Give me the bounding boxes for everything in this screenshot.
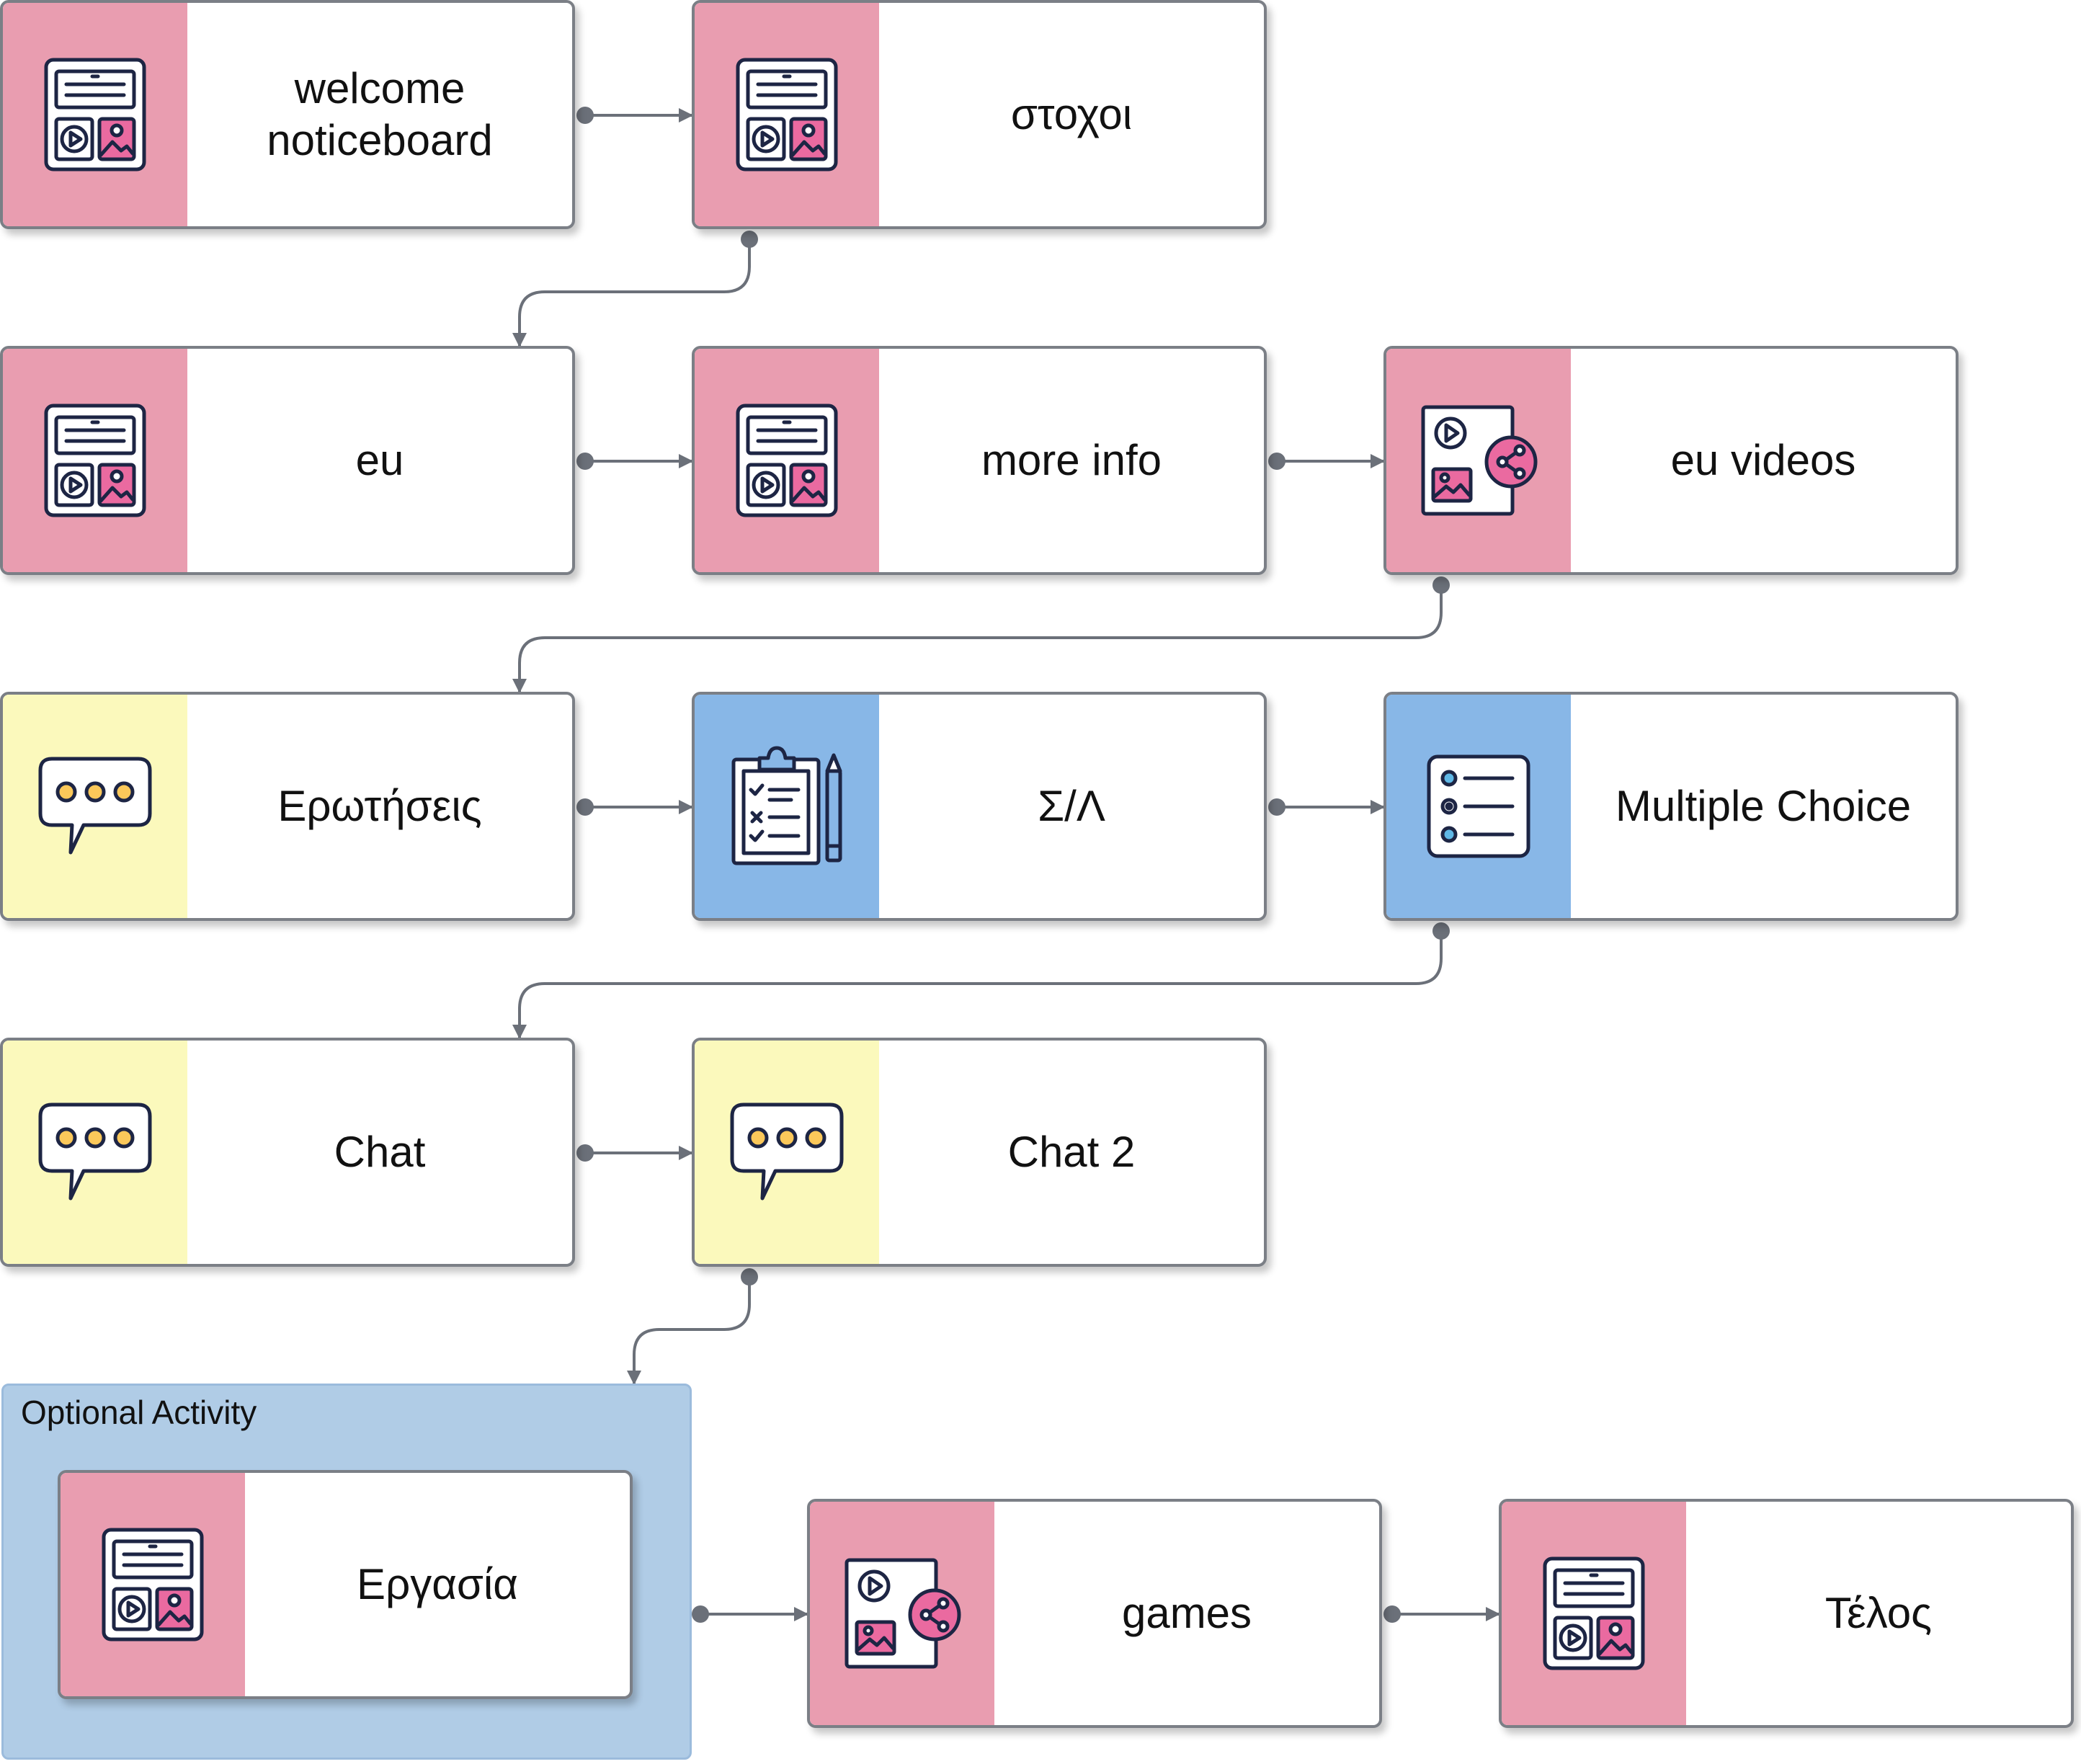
noticeboard-icon xyxy=(695,3,879,226)
edge-chat2-group xyxy=(627,1277,751,1385)
chat-bubble-icon xyxy=(3,1041,187,1264)
edge-euvideos-erotiseis xyxy=(512,585,1443,693)
node-label: Σ/Λ xyxy=(1038,782,1105,830)
multiple-choice-list-icon xyxy=(1386,695,1571,918)
node-sigma-lambda[interactable]: Σ/Λ xyxy=(692,692,1267,921)
node-eu[interactable]: eu xyxy=(0,346,575,575)
node-multiple-choice[interactable]: Multiple Choice xyxy=(1383,692,1959,921)
edge-multiplechoice-chat xyxy=(512,931,1443,1039)
media-share-icon xyxy=(1386,349,1571,572)
edge-stoxoi-eu xyxy=(512,239,751,347)
noticeboard-icon xyxy=(61,1473,245,1696)
node-stoxoi[interactable]: στοχοι xyxy=(692,0,1267,229)
noticeboard-icon xyxy=(695,349,879,572)
node-label: Εργασία xyxy=(357,1560,518,1608)
node-telos[interactable]: Τέλος xyxy=(1499,1499,2074,1728)
node-chat[interactable]: Chat xyxy=(0,1038,575,1267)
chat-bubble-icon xyxy=(3,695,187,918)
media-share-icon xyxy=(810,1502,994,1725)
node-label: eu xyxy=(355,436,404,484)
node-eu-videos[interactable]: eu videos xyxy=(1383,346,1959,575)
node-more-info[interactable]: more info xyxy=(692,346,1267,575)
noticeboard-icon xyxy=(3,349,187,572)
node-label: Ερωτήσεις xyxy=(277,782,482,830)
node-chat-2[interactable]: Chat 2 xyxy=(692,1038,1267,1267)
node-label: eu videos xyxy=(1670,436,1856,484)
node-label: games xyxy=(1121,1589,1252,1637)
node-welcome-noticeboard[interactable]: welcome noticeboard xyxy=(0,0,575,229)
node-erotiseis[interactable]: Ερωτήσεις xyxy=(0,692,575,921)
clipboard-checklist-icon xyxy=(695,695,879,918)
node-games[interactable]: games xyxy=(807,1499,1382,1728)
group-title: Optional Activity xyxy=(21,1394,257,1431)
noticeboard-icon xyxy=(1502,1502,1686,1725)
node-label: Chat 2 xyxy=(1007,1128,1136,1176)
chat-bubble-icon xyxy=(695,1041,879,1264)
node-label: welcome noticeboard xyxy=(267,64,493,164)
node-ergasia[interactable]: Εργασία xyxy=(58,1470,633,1699)
node-label: στοχοι xyxy=(1010,90,1133,138)
node-label: Chat xyxy=(334,1128,426,1176)
node-label: Multiple Choice xyxy=(1615,782,1912,830)
node-label: more info xyxy=(981,436,1162,484)
noticeboard-icon xyxy=(3,3,187,226)
node-label: Τέλος xyxy=(1824,1589,1933,1637)
